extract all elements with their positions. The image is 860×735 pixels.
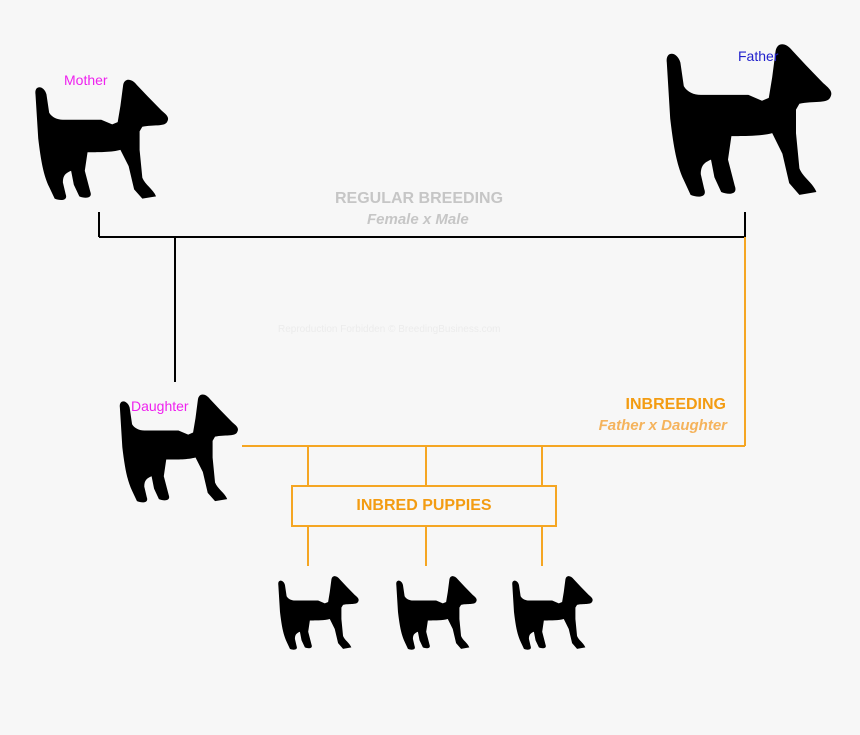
inbreeding-title: INBREEDING [625,396,726,413]
father-dog-silhouette [666,44,832,197]
puppy-silhouette-1 [278,576,359,650]
daughter-label: Daughter [131,398,189,414]
inbreeding-subtitle: Father x Daughter [598,417,727,434]
mother-dog-silhouette [35,79,169,201]
father-label: Father [738,48,779,64]
puppy-silhouette-2 [396,576,477,650]
regular-breeding-title: REGULAR BREEDING [335,190,504,207]
inbreeding-connector [242,237,746,566]
mother-label: Mother [64,72,108,88]
regular-breeding-connector [98,212,746,382]
regular-breeding-subtitle: Female x Male [367,211,469,228]
puppy-silhouette-3 [512,576,593,650]
watermark-text: Reproduction Forbidden © BreedingBusines… [278,324,501,335]
inbred-puppies-label: INBRED PUPPIES [356,497,492,514]
inbred-puppies-box: INBRED PUPPIES [291,485,557,527]
